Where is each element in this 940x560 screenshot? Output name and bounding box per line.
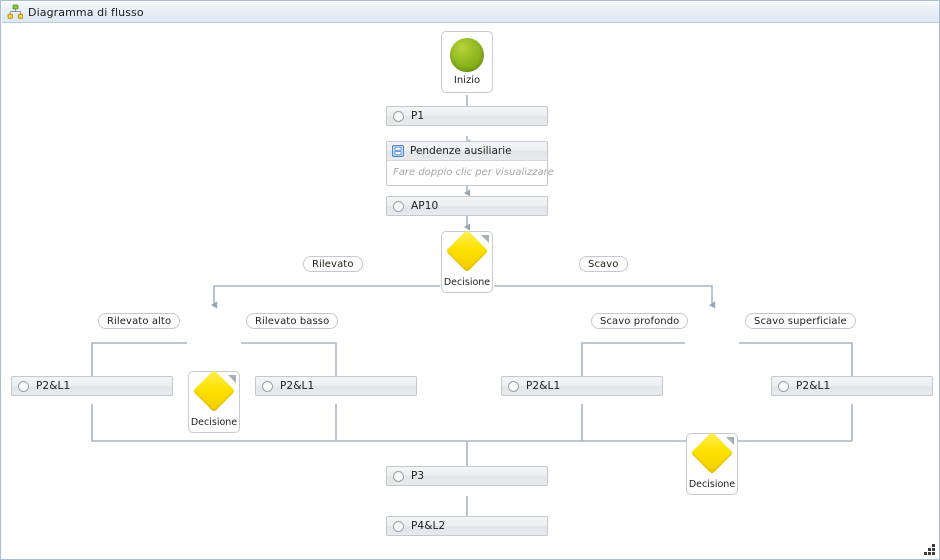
edge-label-rilevato-alto-text: Rilevato alto: [107, 315, 172, 327]
window-titlebar: Diagramma di flusso: [2, 2, 939, 23]
node-p1-label: P1: [411, 110, 425, 122]
node-leaf-2[interactable]: P2&L1: [255, 376, 417, 396]
node-leaf-1[interactable]: P2&L1: [11, 376, 173, 396]
node-leaf-3[interactable]: P2&L1: [501, 376, 663, 396]
edge-label-scavo[interactable]: Scavo: [579, 256, 628, 272]
yellow-diamond-icon: [189, 369, 239, 413]
edge-label-scavo-superficiale-text: Scavo superficiale: [754, 315, 847, 327]
node-p4l2[interactable]: P4&L2: [386, 516, 548, 536]
node-leaf-1-label: P2&L1: [36, 380, 71, 392]
edge-label-scavo-profondo[interactable]: Scavo profondo: [591, 313, 689, 329]
yellow-diamond-icon: [442, 229, 492, 273]
edge-label-rilevato-basso[interactable]: Rilevato basso: [246, 313, 339, 329]
subprocess-icon: [392, 145, 404, 157]
node-subprocess-title: Pendenze ausiliarie: [410, 145, 512, 157]
edge-label-rilevato-text: Rilevato: [312, 258, 354, 270]
edge-label-scavo-superficiale[interactable]: Scavo superficiale: [745, 313, 856, 329]
node-leaf-4[interactable]: P2&L1: [771, 376, 933, 396]
node-leaf-4-label: P2&L1: [796, 380, 831, 392]
node-p1[interactable]: P1: [386, 106, 548, 126]
circle-ring-icon: [508, 380, 519, 392]
edge-label-scavo-text: Scavo: [588, 258, 619, 270]
diagram-canvas[interactable]: Inizio P1 Pendenze ausiliarie F: [2, 23, 939, 559]
node-subprocess-hint: Fare doppio clic per visualizzare: [393, 167, 554, 178]
node-subprocess[interactable]: Pendenze ausiliarie Fare doppio clic per…: [386, 141, 554, 186]
node-decision-left[interactable]: Decisione: [188, 369, 240, 433]
node-leaf-3-label: P2&L1: [526, 380, 561, 392]
node-decision-main-label: Decisione: [443, 277, 491, 288]
collapse-corner-icon[interactable]: [726, 437, 734, 445]
node-start[interactable]: Inizio: [441, 31, 493, 93]
hierarchy-chart-icon: [7, 4, 23, 19]
node-p3[interactable]: P3: [386, 466, 548, 486]
edge-label-rilevato[interactable]: Rilevato: [303, 256, 363, 272]
collapse-corner-icon[interactable]: [481, 235, 489, 243]
resize-grip-icon[interactable]: [923, 543, 936, 556]
subprocess-body: Fare doppio clic per visualizzare: [387, 161, 554, 184]
circle-ring-icon: [393, 200, 404, 212]
node-decision-left-label: Decisione: [190, 417, 238, 428]
edge-label-scavo-profondo-text: Scavo profondo: [600, 315, 680, 327]
circle-ring-icon: [393, 110, 404, 122]
circle-ring-icon: [393, 470, 404, 482]
subprocess-header: Pendenze ausiliarie: [387, 142, 547, 161]
window-title: Diagramma di flusso: [28, 5, 144, 19]
yellow-diamond-icon: [687, 431, 737, 475]
node-leaf-2-label: P2&L1: [280, 380, 315, 392]
node-decision-main[interactable]: Decisione: [441, 229, 493, 293]
node-decision-right[interactable]: Decisione: [686, 431, 738, 495]
node-p3-label: P3: [411, 470, 425, 482]
edge-label-rilevato-basso-text: Rilevato basso: [255, 315, 330, 327]
edge-label-rilevato-alto[interactable]: Rilevato alto: [98, 313, 181, 329]
circle-ring-icon: [393, 520, 404, 532]
node-decision-right-label: Decisione: [688, 479, 736, 490]
node-p4l2-label: P4&L2: [411, 520, 446, 532]
node-ap10[interactable]: AP10: [386, 196, 548, 216]
node-ap10-label: AP10: [411, 200, 439, 212]
circle-ring-icon: [262, 380, 273, 392]
green-circle-icon: [450, 38, 484, 72]
circle-ring-icon: [778, 380, 789, 392]
node-start-label: Inizio: [453, 75, 481, 86]
collapse-corner-icon[interactable]: [228, 375, 236, 383]
circle-ring-icon: [18, 380, 29, 392]
